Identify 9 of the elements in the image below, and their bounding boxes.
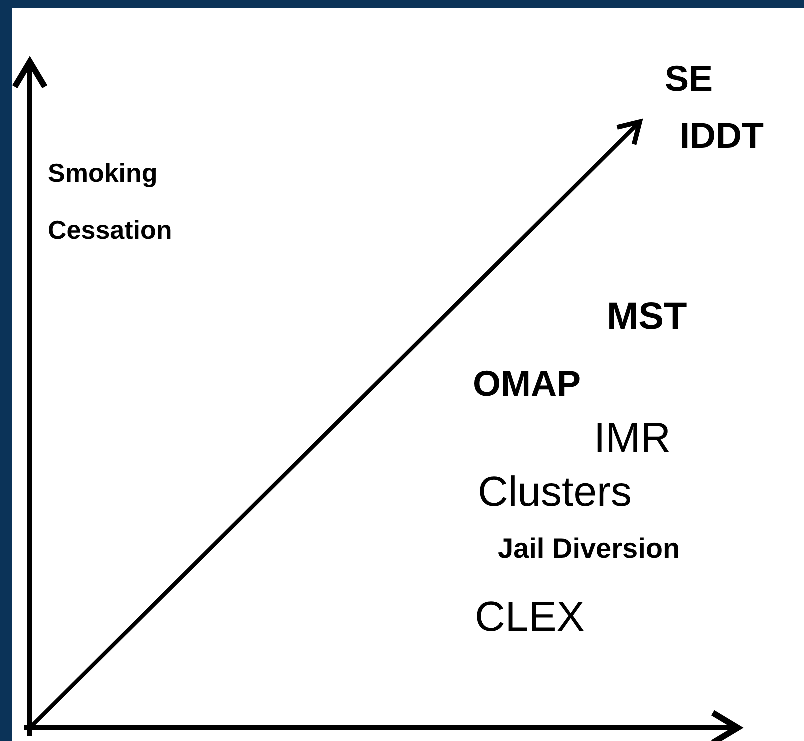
program-label: IMR (594, 414, 671, 462)
axis-label: Smoking Cessation (48, 157, 174, 247)
program-label: Jail Diversion (498, 533, 680, 566)
program-label: OMAP (473, 363, 581, 404)
program-label: IDDT (680, 115, 764, 156)
program-label: SE (665, 58, 714, 100)
program-label: Clusters (478, 468, 632, 516)
program-label: MST (607, 296, 688, 340)
program-label: CLEX (475, 593, 585, 642)
